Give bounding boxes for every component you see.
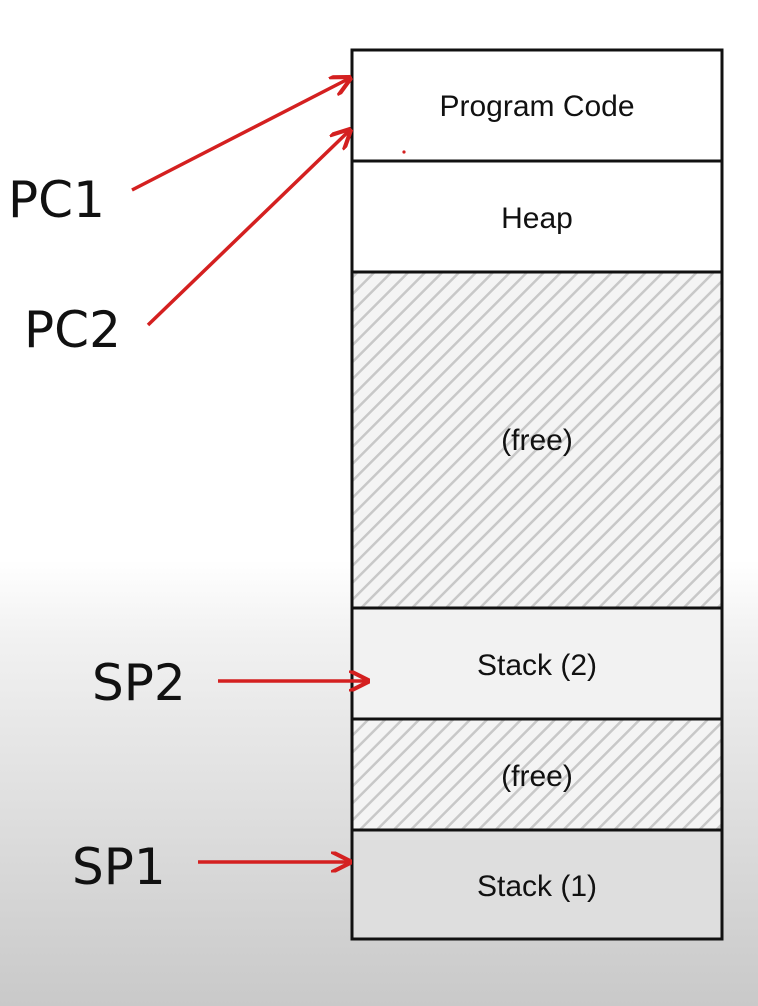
- segment-free-upper: (free): [350, 270, 724, 610]
- arrow-pc1: [131, 78, 350, 192]
- segment-label-program-code: Program Code: [439, 90, 634, 123]
- segment-heap: Heap: [350, 159, 724, 274]
- pointer-label-pc1: PC1: [8, 171, 105, 229]
- arrow-pc2: [146, 130, 350, 327]
- segment-program-code: Program Code: [350, 48, 724, 163]
- pointer-label-sp2: SP2: [92, 654, 186, 712]
- segment-label-stack-2: Stack (2): [477, 649, 597, 682]
- segment-label-free-upper: (free): [501, 424, 573, 457]
- segment-label-free-lower: (free): [501, 760, 573, 793]
- segment-stack-1: Stack (1): [350, 828, 724, 941]
- segment-label-heap: Heap: [501, 202, 573, 235]
- pointer-label-sp1: SP1: [72, 838, 166, 896]
- segment-free-lower: (free): [350, 717, 724, 832]
- pointer-label-pc2: PC2: [24, 301, 121, 359]
- segment-label-stack-1: Stack (1): [477, 870, 597, 903]
- stray-mark: [402, 150, 406, 154]
- segment-stack-2: Stack (2): [350, 606, 724, 721]
